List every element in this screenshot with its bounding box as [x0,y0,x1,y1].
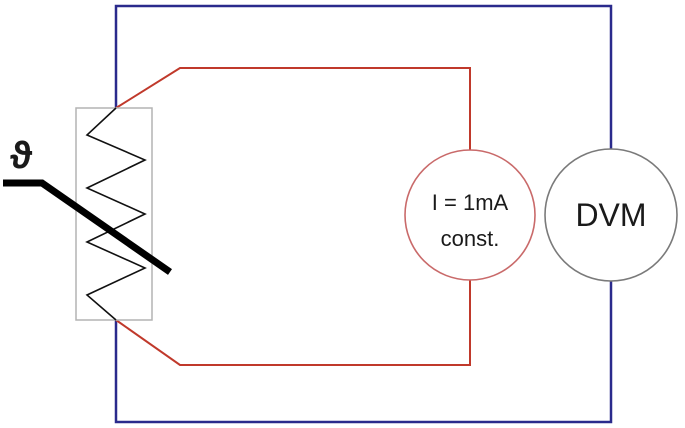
current-wire-top [115,67,471,150]
voltage-sense-wire-bottom [114,278,613,424]
voltage-sense-wire [114,4,613,150]
current-source-label: I = 1mA [432,190,509,215]
resistor-zigzag [85,107,147,321]
theta-symbol: ϑ [10,135,33,177]
current-wire-bottom [115,280,471,366]
voltmeter-circle [544,148,678,282]
voltmeter-label: DVM [575,197,646,233]
current-source-circle [404,149,536,281]
current-source-sublabel: const. [441,226,500,251]
thermal-adjust-arrow [3,179,172,275]
